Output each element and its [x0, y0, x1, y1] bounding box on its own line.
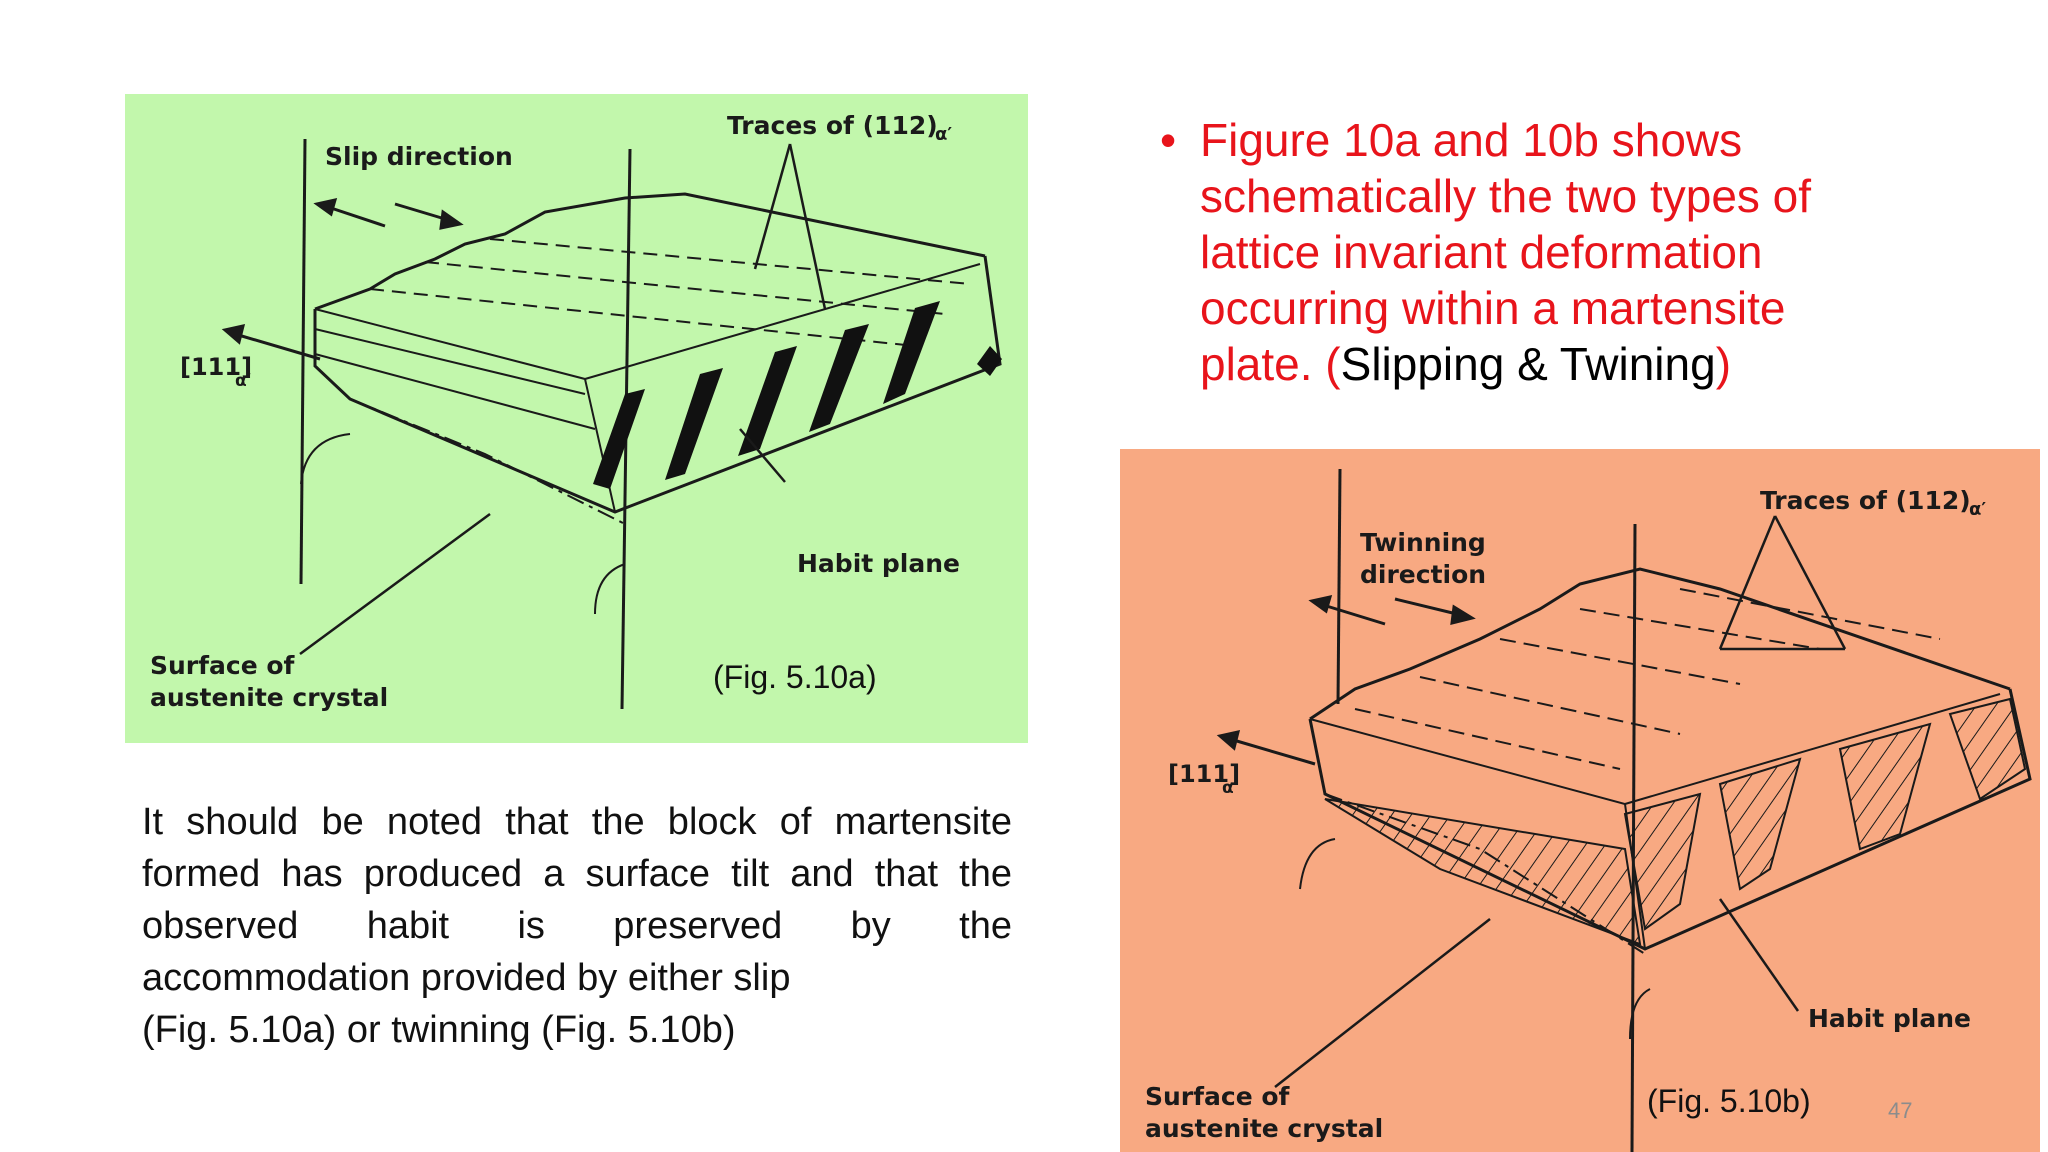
direction-111-arrow	[1229, 737, 1316, 766]
direction-111-arrowhead	[221, 324, 246, 345]
arrowhead-right	[1450, 604, 1476, 625]
top-face-right-edge	[1624, 693, 2001, 805]
label-direction: direction	[1360, 560, 1486, 589]
bullet-line-3: lattice invariant deformation	[1200, 226, 1763, 278]
surface-line-left	[299, 138, 307, 585]
twin-surface-dashes	[1354, 588, 1941, 770]
label-austenite-crystal: austenite crystal	[1145, 1114, 1383, 1143]
label-111-subscript: α′	[1222, 778, 1239, 798]
bullet-item: • Figure 10a and 10b shows schematically…	[1160, 112, 1920, 392]
bullet-line-5-prefix: plate. (	[1200, 338, 1341, 390]
slip-diagram-svg: Traces of (112) α′ Slip direction [111] …	[125, 94, 1028, 743]
surface-curve-right	[1629, 988, 1651, 1040]
slip-arrow-left	[324, 204, 386, 228]
bullet-line-5-suffix: )	[1715, 338, 1732, 390]
surface-curve-left	[300, 433, 351, 485]
bullet-line-4: occurring within a martensite	[1200, 282, 1786, 334]
surface-line-left	[1336, 468, 1342, 705]
slip-bands	[593, 301, 1002, 489]
label-111: [111]	[180, 353, 252, 381]
twin-arrow-left	[1319, 602, 1386, 626]
direction-111-arrowhead	[1216, 730, 1241, 751]
bullet-line-1: Figure 10a and 10b shows	[1200, 114, 1743, 166]
note-line-5: (Fig. 5.10a) or twinning (Fig. 5.10b)	[142, 1009, 736, 1051]
habit-plane-line	[349, 398, 626, 525]
figure-twinning-diagram: Traces of (112) α′ Twinning direction [1…	[1120, 449, 2040, 1152]
label-twinning: Twinning	[1360, 528, 1486, 557]
note-line-1: It should be noted that the block of mar…	[142, 801, 1012, 843]
note-paragraph: It should be noted that the block of mar…	[142, 796, 1012, 1056]
bullet-marker: •	[1160, 114, 1177, 166]
page-number: 47	[1888, 1098, 1913, 1123]
label-habit-plane: Habit plane	[1808, 1004, 1971, 1033]
leader-lines	[1274, 515, 1847, 1088]
top-face-back-edge	[314, 192, 986, 311]
twin-bands	[1324, 697, 2027, 946]
slip-step-lines	[369, 238, 971, 347]
arrowhead-left	[1308, 594, 1333, 614]
note-line-4: accommodation provided by either slip	[142, 957, 791, 999]
label-habit-plane: Habit plane	[797, 549, 960, 578]
surface-curve-right	[594, 563, 626, 615]
figure-b-caption: (Fig. 5.10b)	[1647, 1083, 1811, 1119]
label-traces: Traces of (112)	[727, 111, 938, 140]
bullet-line-5-highlight: Slipping & Twining	[1340, 338, 1716, 390]
label-surface-of: Surface of	[150, 651, 296, 680]
top-face-right-edge	[584, 263, 981, 380]
twinning-diagram-svg: Traces of (112) α′ Twinning direction [1…	[1120, 449, 2040, 1152]
label-slip-direction: Slip direction	[325, 142, 513, 171]
side-line-1	[314, 328, 586, 395]
label-traces-alpha: α′	[935, 124, 952, 145]
arrowhead-left	[313, 197, 338, 217]
side-line-2	[314, 353, 596, 430]
bullet-line-2: schematically the two types of	[1200, 170, 1812, 222]
label-traces-alpha: α′	[1969, 499, 1986, 520]
label-traces: Traces of (112)	[1760, 486, 1971, 515]
label-surface-of: Surface of	[1145, 1082, 1291, 1111]
top-face-back-edge	[1309, 567, 2011, 721]
figure-slip-diagram: Traces of (112) α′ Slip direction [111] …	[125, 94, 1028, 743]
label-111: [111]	[1168, 760, 1240, 788]
leader-lines	[299, 143, 827, 656]
label-austenite-crystal: austenite crystal	[150, 683, 388, 712]
surface-curve-left	[1299, 838, 1336, 890]
arrowhead-right	[439, 209, 464, 230]
figure-a-caption: (Fig. 5.10a)	[713, 659, 877, 695]
note-line-3: observed habit is preserved by the	[142, 905, 1012, 947]
note-line-2: formed has produced a surface tilt and t…	[142, 853, 1012, 895]
direction-111-arrow	[234, 332, 321, 361]
bullet-list: • Figure 10a and 10b shows schematically…	[1160, 112, 1920, 392]
figure-a-background	[125, 94, 1028, 743]
label-111-subscript: α′	[235, 371, 252, 391]
